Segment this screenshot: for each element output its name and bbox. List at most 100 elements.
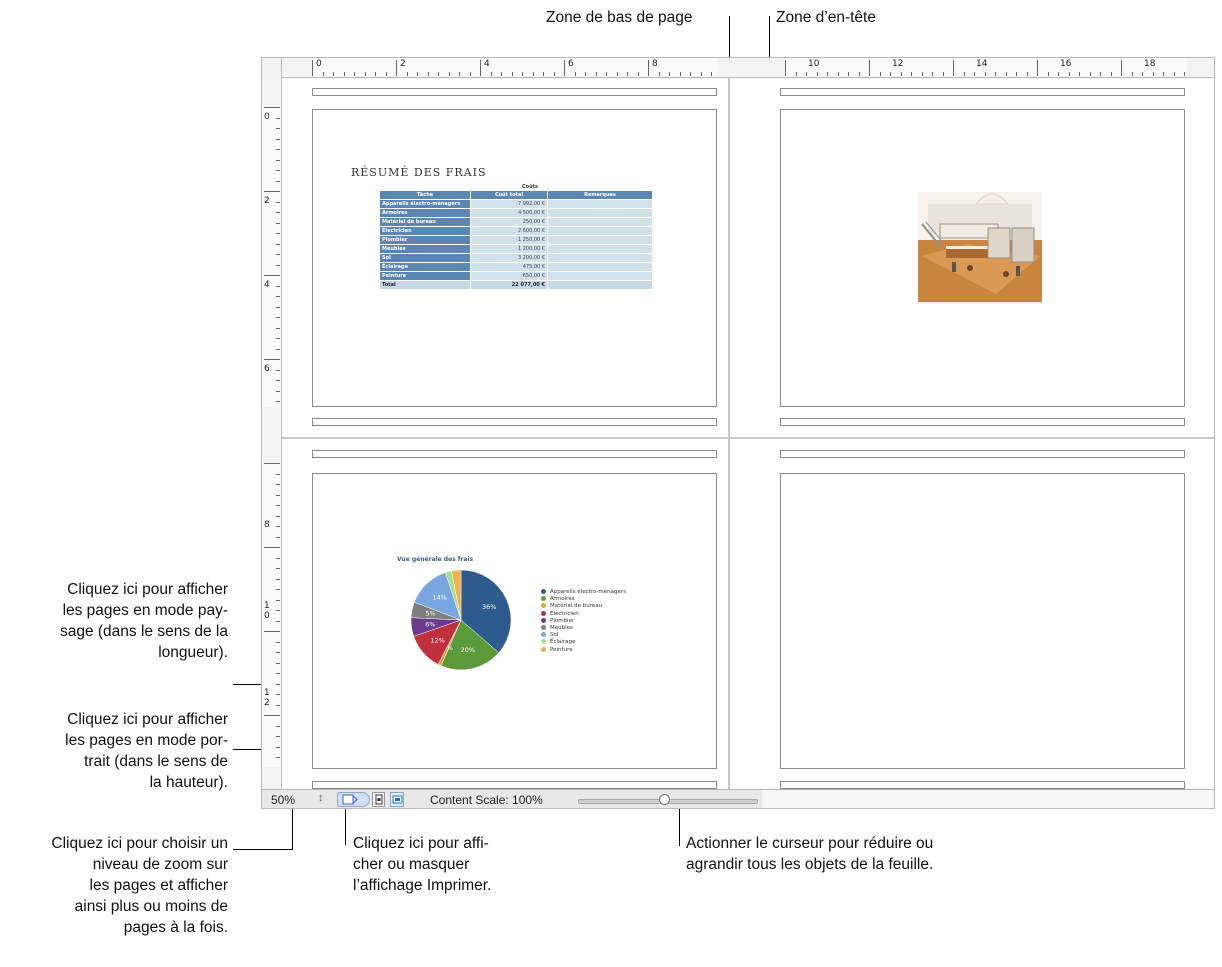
pie-chart[interactable]: 36%20%1%12%6%5%14% [406,565,516,675]
ruler-label: 12 [892,59,904,69]
ruler-tick [276,244,280,245]
page-body[interactable] [780,109,1185,407]
footer-zone[interactable] [312,418,717,426]
ruler-tick [806,72,807,76]
table-cell: 3 200,00 € [470,253,548,263]
status-bar: 50% ↕ Content Scale: 100% [262,789,1214,808]
ruler-tick [1058,72,1059,76]
ruler-tick [276,370,280,371]
legend-item: Éclairage [541,639,626,646]
ruler-tick [276,170,280,171]
vertical-ruler[interactable]: 0 2 4 6 8 1 0 1 2 [262,77,282,789]
ruler-tick [276,296,280,297]
ruler-tick [943,72,944,76]
table-cell: Plombier [379,235,471,245]
legend-swatch [541,625,546,631]
ruler-tick [1100,72,1101,76]
ruler-label: 8 [264,520,270,530]
print-view-callout-line: Cliquez ici pour affi- [353,835,489,852]
page-body[interactable] [780,473,1185,769]
table-cell: Meubles [379,244,471,254]
zoom-callout-line: pages à la fois. [123,919,228,936]
ruler-tick [276,736,280,737]
ruler-tick [1037,60,1038,76]
leader-line [679,796,680,846]
table-cell [547,217,653,227]
pie-slice-label: 6% [425,620,435,628]
table-cell: Éclairage [379,262,471,272]
leader-line [233,849,293,850]
kitchen-photo[interactable] [916,184,1044,312]
ruler-tick [276,610,280,611]
pie-slice-label: 12% [430,636,444,644]
ruler-tick [264,715,280,716]
print-canvas[interactable]: RÉSUMÉ DES FRAIS Coûts Tâche Coût total … [282,78,1214,790]
legend-swatch [541,603,546,609]
ruler-tick [276,642,280,643]
legend-item: Électricien [541,610,626,618]
table-cell: Peinture [379,271,471,281]
ruler-tick [859,72,860,76]
zoom-level-value[interactable]: 50% [271,793,296,807]
footer-zone-callout: Zone de bas de page [546,9,693,26]
table-cell: 250,00 € [470,217,548,227]
legend-swatch [541,617,546,623]
landscape-orientation-button[interactable] [390,792,404,807]
ruler-tick [276,516,280,517]
ruler-tick [276,149,280,150]
header-zone[interactable] [780,88,1185,96]
ruler-tick [491,72,492,76]
table-cell: Électricien [379,226,471,236]
pie-slice [451,569,462,621]
page-body[interactable]: Vue générale des frais 36%20%1%12%6%5%14… [312,473,717,769]
table-cell: Sol [379,253,471,263]
legend-swatch [541,632,546,638]
leader-line [292,799,293,850]
footer-zone[interactable] [780,781,1185,789]
ruler-gap [262,77,280,107]
print-view-toggle-button[interactable] [337,792,370,807]
ruler-tick [276,705,280,706]
ruler-tick [276,139,280,140]
footer-zone[interactable] [312,781,717,789]
header-zone-callout: Zone d’en-tête [776,9,876,26]
legend-label: Matériel de bureau [550,603,603,610]
footer-zone[interactable] [780,418,1185,426]
ruler-tick [995,72,996,76]
header-zone[interactable] [312,450,717,458]
ruler-label: 10 [808,59,820,69]
expense-table[interactable]: Tâche Coût total Remarques Appareils éle… [379,190,653,290]
ruler-tick [974,72,975,76]
slider-callout: Actionner le curseur pour réduire ou agr… [686,833,933,875]
zoom-stepper-icon[interactable]: ↕ [318,792,324,804]
header-zone[interactable] [780,450,1185,458]
page-body[interactable]: RÉSUMÉ DES FRAIS Coûts Tâche Coût total … [312,109,717,407]
ruler-tick [659,72,660,76]
ruler-tick [606,72,607,76]
legend-label: Sol [550,632,559,639]
legend-swatch [541,596,546,602]
ruler-tick [1048,72,1049,76]
ruler-tick [1090,72,1091,76]
table-cell: Matériel de bureau [379,217,471,227]
pie-slice [460,569,512,654]
table-cell [547,208,653,218]
ruler-tick [1132,72,1133,76]
ruler-tick [564,60,565,76]
portrait-orientation-button[interactable] [372,792,385,807]
horizontal-scroll-area[interactable] [762,790,1214,808]
content-scale-slider-knob[interactable] [659,794,670,805]
header-zone[interactable] [312,88,717,96]
ruler-tick [276,757,280,758]
table-cell [547,226,653,236]
chart-legend: Appareils électro-ménagers Armoires Maté… [541,589,626,654]
ruler-tick [276,537,280,538]
table-cell [547,280,653,290]
ruler-tick [276,726,280,727]
ruler-label: 2 [264,196,270,206]
ruler-label: 0 [264,112,270,122]
horizontal-ruler[interactable]: 0 2 4 6 8 10 12 14 16 18 [262,58,1214,78]
ruler-tick [428,72,429,76]
